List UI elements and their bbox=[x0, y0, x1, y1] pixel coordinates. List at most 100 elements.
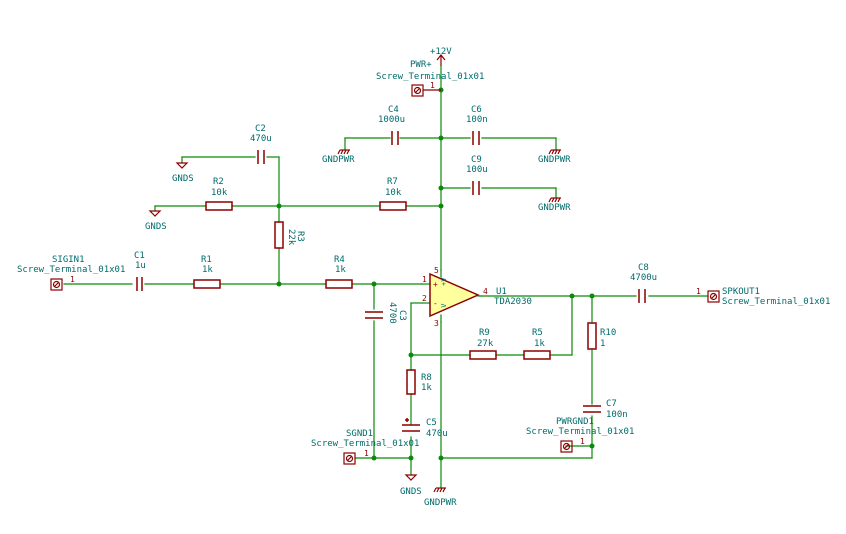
resistor-r2[interactable]: R2 10k bbox=[205, 177, 233, 211]
resistor-r3[interactable]: 22k R3 bbox=[274, 221, 305, 249]
c8-ref: C8 bbox=[638, 263, 649, 273]
r2-value: 10k bbox=[211, 188, 228, 198]
resistor-r10[interactable]: R10 1 bbox=[587, 322, 616, 350]
pwrgnd-terminal-ref: PWRGND1 bbox=[556, 417, 594, 427]
gnds-r2-label: GNDS bbox=[145, 222, 167, 232]
capacitor-c8[interactable]: C8 4700u bbox=[630, 263, 657, 303]
gndpwr-c4-symbol: GNDPWR bbox=[322, 149, 355, 165]
capacitor-c1[interactable]: C1 1u bbox=[134, 251, 146, 291]
pwr-terminal-value: Screw_Terminal_01x01 bbox=[376, 72, 484, 82]
c2-ref: C2 bbox=[255, 124, 266, 134]
c1-value: 1u bbox=[135, 261, 146, 271]
r10-value: 1 bbox=[600, 339, 605, 349]
c7-ref: C7 bbox=[606, 399, 617, 409]
spkout-terminal-pin: 1 bbox=[696, 287, 701, 296]
r9-value: 27k bbox=[477, 339, 494, 349]
spkout-terminal[interactable]: 1 SPKOUT1 Screw_Terminal_01x01 bbox=[696, 287, 830, 307]
sgnd-terminal-value: Screw_Terminal_01x01 bbox=[311, 439, 419, 449]
resistor-r5[interactable]: R5 1k bbox=[523, 328, 551, 360]
u1-value: TDA2030 bbox=[494, 297, 532, 307]
capacitor-c5[interactable]: C5 470u bbox=[402, 418, 448, 439]
capacitor-c3[interactable]: 4700 C3 bbox=[365, 302, 407, 324]
sigin-terminal-ref: SIGIN1 bbox=[52, 255, 85, 265]
r4-value: 1k bbox=[335, 265, 346, 275]
u1-ref: U1 bbox=[496, 287, 507, 297]
r3-value: 22k bbox=[286, 229, 296, 246]
resistor-r8[interactable]: R8 1k bbox=[406, 369, 432, 395]
sgnd-terminal[interactable]: 1 SGND1 Screw_Terminal_01x01 bbox=[311, 429, 419, 465]
u1-pin-3: 3 bbox=[434, 319, 439, 328]
u1-pin-2: 2 bbox=[422, 294, 427, 303]
r8-value: 1k bbox=[421, 383, 432, 393]
gnds-r2-symbol: GNDS bbox=[145, 210, 167, 232]
gndpwr-c9-label: GNDPWR bbox=[538, 203, 571, 213]
sigin-terminal-value: Screw_Terminal_01x01 bbox=[17, 265, 125, 275]
wires bbox=[63, 65, 709, 489]
r10-ref: R10 bbox=[600, 328, 616, 338]
pwr-plus-flag: PWR+ bbox=[410, 60, 432, 70]
c9-ref: C9 bbox=[471, 155, 482, 165]
c3-value: 4700 bbox=[387, 302, 397, 324]
capacitor-c4[interactable]: C4 1000u bbox=[378, 105, 405, 145]
r3-ref: R3 bbox=[295, 231, 305, 242]
u1-pin-5: 5 bbox=[434, 266, 439, 275]
gndpwr-bottom-symbol: GNDPWR bbox=[424, 487, 457, 508]
r5-value: 1k bbox=[534, 339, 545, 349]
sgnd-terminal-ref: SGND1 bbox=[346, 429, 373, 439]
resistor-r1[interactable]: R1 1k bbox=[193, 255, 221, 289]
c2-value: 470u bbox=[250, 134, 272, 144]
gndpwr-c6-label: GNDPWR bbox=[538, 155, 571, 165]
r2-ref: R2 bbox=[213, 177, 224, 187]
pwrgnd-terminal-value: Screw_Terminal_01x01 bbox=[526, 427, 634, 437]
c6-value: 100n bbox=[466, 115, 488, 125]
c4-value: 1000u bbox=[378, 115, 405, 125]
capacitor-c7[interactable]: C7 100n bbox=[583, 399, 628, 420]
c4-ref: C4 bbox=[388, 105, 399, 115]
spkout-terminal-ref: SPKOUT1 bbox=[722, 287, 760, 297]
sigin-terminal[interactable]: 1 SIGIN1 Screw_Terminal_01x01 bbox=[17, 255, 125, 291]
gndpwr-c6-symbol: GNDPWR bbox=[538, 149, 571, 165]
u1-vplus-label: +V bbox=[440, 277, 448, 286]
resistor-r7[interactable]: R7 10k bbox=[379, 177, 407, 211]
u1-pin-4: 4 bbox=[483, 287, 488, 296]
c5-ref: C5 bbox=[426, 418, 437, 428]
u1-vminus-label: -V bbox=[440, 303, 448, 312]
sgnd-terminal-pin: 1 bbox=[364, 449, 369, 458]
gndpwr-c4-label: GNDPWR bbox=[322, 155, 355, 165]
gnds-bottom-symbol: GNDS bbox=[400, 474, 422, 497]
r4-ref: R4 bbox=[334, 255, 345, 265]
gndpwr-bottom-label: GNDPWR bbox=[424, 498, 457, 508]
u1-plus-sign: + bbox=[433, 280, 438, 289]
pwr-terminal-pin: 1 bbox=[430, 81, 435, 90]
r7-value: 10k bbox=[385, 188, 402, 198]
power-12v-symbol: +12V bbox=[430, 47, 452, 66]
gnds-bottom-label: GNDS bbox=[400, 487, 422, 497]
resistor-r4[interactable]: R4 1k bbox=[325, 255, 353, 289]
c9-value: 100u bbox=[466, 165, 488, 175]
c8-value: 4700u bbox=[630, 273, 657, 283]
c7-value: 100n bbox=[606, 410, 628, 420]
gndpwr-c9-symbol: GNDPWR bbox=[538, 197, 571, 213]
gnds-c2-symbol: GNDS bbox=[172, 162, 194, 184]
pwrgnd-terminal[interactable]: 1 PWRGND1 Screw_Terminal_01x01 bbox=[526, 417, 634, 453]
r8-ref: R8 bbox=[421, 373, 432, 383]
c3-ref: C3 bbox=[397, 310, 407, 321]
capacitor-c2[interactable]: C2 470u bbox=[250, 124, 272, 164]
resistor-r9[interactable]: R9 27k bbox=[469, 328, 497, 360]
gnds-c2-label: GNDS bbox=[172, 174, 194, 184]
opamp-u1[interactable]: 1 2 3 4 5 + - +V -V U1 TDA2030 bbox=[421, 266, 532, 328]
c1-ref: C1 bbox=[134, 251, 145, 261]
spkout-terminal-value: Screw_Terminal_01x01 bbox=[722, 297, 830, 307]
power-12v-label: +12V bbox=[430, 47, 452, 57]
capacitor-c9[interactable]: C9 100u bbox=[466, 155, 488, 195]
u1-minus-sign: - bbox=[433, 299, 438, 308]
r5-ref: R5 bbox=[532, 328, 543, 338]
r9-ref: R9 bbox=[479, 328, 490, 338]
c6-ref: C6 bbox=[471, 105, 482, 115]
pwr-plus-label: PWR+ bbox=[410, 60, 432, 70]
capacitor-c6[interactable]: C6 100n bbox=[466, 105, 488, 145]
c5-value: 470u bbox=[426, 429, 448, 439]
pwr-terminal[interactable]: 1 Screw_Terminal_01x01 bbox=[376, 72, 484, 97]
u1-pin-1: 1 bbox=[422, 275, 427, 284]
